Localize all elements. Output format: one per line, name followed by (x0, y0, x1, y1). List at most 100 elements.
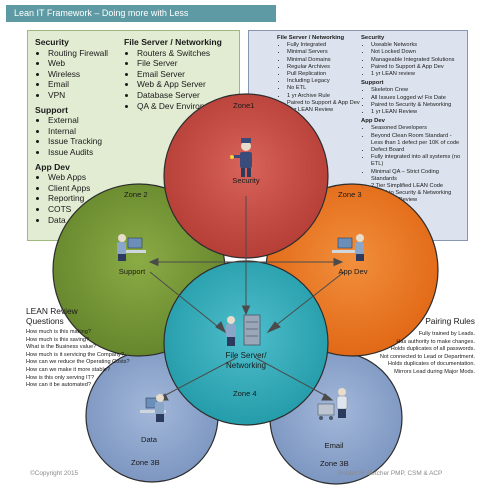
list-item: Paired to Security & Networking (371, 102, 465, 109)
list-item: Defect Board (371, 147, 465, 154)
section-heading: App Dev (35, 161, 70, 172)
list-item: Paired to Support & App Dev (371, 64, 465, 71)
lean-question: How much is this making? (26, 329, 91, 335)
app-developer-icon (332, 234, 364, 261)
file-server-label-line1: File Server/ (225, 351, 267, 360)
section-list: Web AppsClient AppsReportingCOTSData (35, 172, 130, 225)
list-item: Issue Audits (48, 147, 130, 158)
section-list: Routing FirewallWebWirelessEmailVPN (35, 48, 130, 101)
pairing-rule: Holds duplicates of all passwords. (390, 346, 475, 353)
capabilities-column-1: SecurityRouting FirewallWebWirelessEmail… (35, 37, 130, 229)
lean-question: How is this only serving IT? (26, 374, 95, 381)
list-item: 1 yr LEAN Review (371, 109, 465, 116)
server-rack-icon (226, 314, 261, 346)
list-item: Email Server (137, 69, 242, 80)
list-item: Including Legacy (287, 78, 363, 85)
list-item: Routers & Switches (137, 48, 242, 59)
list-item: No ETL (287, 85, 363, 92)
zone-3b-left-label: Zone 3B (131, 458, 160, 467)
zone-1-label: Zone1 (233, 101, 255, 110)
list-item: Paired to Security & Networking (371, 190, 465, 197)
section-list: ExternalInternalIssue TrackingIssue Audi… (35, 115, 130, 157)
list-item: Fully integrated into all systems (no ET… (371, 154, 465, 168)
lean-question: How much is this saving? (26, 336, 90, 343)
list-item: Web Apps (48, 172, 130, 183)
zone-2-label: Zone 2 (124, 190, 148, 199)
list-item: 1 yr LEAN review (371, 71, 465, 78)
section-list: Fully IntegratedMinimal ServersMinimal D… (277, 42, 363, 114)
list-item: Reporting (48, 193, 130, 204)
list-item: VPN (48, 90, 130, 101)
list-item: Beyond Clean Room Standard - Less than 1… (371, 133, 465, 147)
pairing-rule: Holds duplicates of documentation. (387, 361, 475, 368)
email-label: Email (324, 441, 344, 450)
pairing-rule: Fully trained by Leads. (418, 331, 475, 337)
list-item: Internal (48, 126, 130, 137)
data-analyst-icon (140, 394, 166, 422)
section-list: Skeleton CrewAll Issues Logged w/ Fix Da… (361, 87, 465, 116)
list-item: Routing Firewall (48, 48, 130, 59)
pairing-rule: Has authority to make changes. (396, 338, 475, 345)
list-item: Data (48, 215, 130, 226)
capabilities-column-2: File Server / NetworkingRouters & Switch… (124, 37, 242, 115)
list-item: 2 Tier Simplified LEAN Code (371, 183, 465, 190)
lean-review-heading-line1: LEAN Review (26, 306, 78, 316)
app-dev-label: App Dev (338, 267, 368, 276)
author-credit: Robert R. Betcher PMP, CSM & ACP (338, 470, 443, 477)
lean-review-heading: LEAN Review Questions (26, 306, 176, 326)
list-item: Regular Archives (287, 64, 363, 71)
section-heading: Support (35, 104, 68, 115)
section-heading: File Server / Networking (124, 37, 222, 47)
pairing-rule: Mirrors Lead during Major Mods. (394, 368, 475, 375)
pairing-rules: Pairing Rules Fully trained by Leads.Has… (355, 316, 475, 377)
list-item: Minimal Domains (287, 57, 363, 64)
lean-standards-column-1: File Server / NetworkingFully Integrated… (277, 35, 363, 116)
data-label: Data (140, 435, 158, 444)
list-item: All Issues Logged w/ Fix Date (371, 95, 465, 102)
list-item: Wireless (48, 69, 130, 80)
list-item: Email (48, 79, 130, 90)
list-item: 1 yr Archive Rule (287, 93, 363, 100)
lean-question: How can it be automated? (26, 382, 91, 389)
security-guard-icon (230, 138, 252, 177)
list-item: Issue Tracking (48, 136, 130, 147)
section-heading: App Dev (361, 118, 385, 125)
file-server-label-line2: Networking (225, 361, 266, 370)
lean-standards-column-2: SecurityUseable NetworksNot Locked DownM… (361, 35, 465, 207)
lean-question: How can we make it more stable? (26, 366, 110, 373)
pairing-rules-heading: Pairing Rules (425, 316, 475, 326)
lean-question: How can we reduce the Operating Costs? (26, 359, 130, 366)
support-technician-icon (117, 234, 146, 261)
support-label: Support (118, 267, 146, 276)
page-title: Lean IT Framework – Doing more with Less (6, 5, 276, 22)
list-item: QA & Dev Environments (137, 101, 242, 112)
list-item: Minimal QA – Strict Coding Standards (371, 169, 465, 183)
list-item: Database Server (137, 90, 242, 101)
list-item: Client Apps (48, 183, 130, 194)
list-item: COTS (48, 204, 130, 215)
list-item: File Server (137, 58, 242, 69)
section-heading: Security (361, 35, 385, 41)
list-item: Paired to Support & App Dev (287, 100, 363, 107)
list-item: Manageable Integrated Solutions (371, 57, 465, 64)
list-item: Pull Replication (287, 71, 363, 78)
list-item: Skeleton Crew (371, 87, 465, 94)
section-list: Useable NetworksNot Locked DownManageabl… (361, 42, 465, 78)
section-heading: File Server / Networking (277, 35, 345, 41)
connection-arrows (148, 196, 345, 401)
list-item: Minimal Servers (287, 49, 363, 56)
lean-question: How much is it servicing the Company? (26, 351, 124, 358)
list-item: External (48, 115, 130, 126)
list-item: 1 yr LEAN Review (287, 107, 363, 114)
section-heading: Security (35, 37, 69, 47)
zone-3b-right-label: Zone 3B (320, 459, 349, 468)
list-item: Web & App Server (137, 79, 242, 90)
section-heading: Support (361, 80, 384, 87)
security-label: Security (232, 176, 260, 185)
lean-review-questions: LEAN Review Questions How much is this m… (26, 306, 176, 390)
copyright-text: ©Copyright 2015 (30, 470, 79, 477)
section-list: Routers & SwitchesFile ServerEmail Serve… (124, 48, 242, 112)
list-item: Seasoned Developers (371, 125, 465, 132)
list-item: Useable Networks (371, 42, 465, 49)
